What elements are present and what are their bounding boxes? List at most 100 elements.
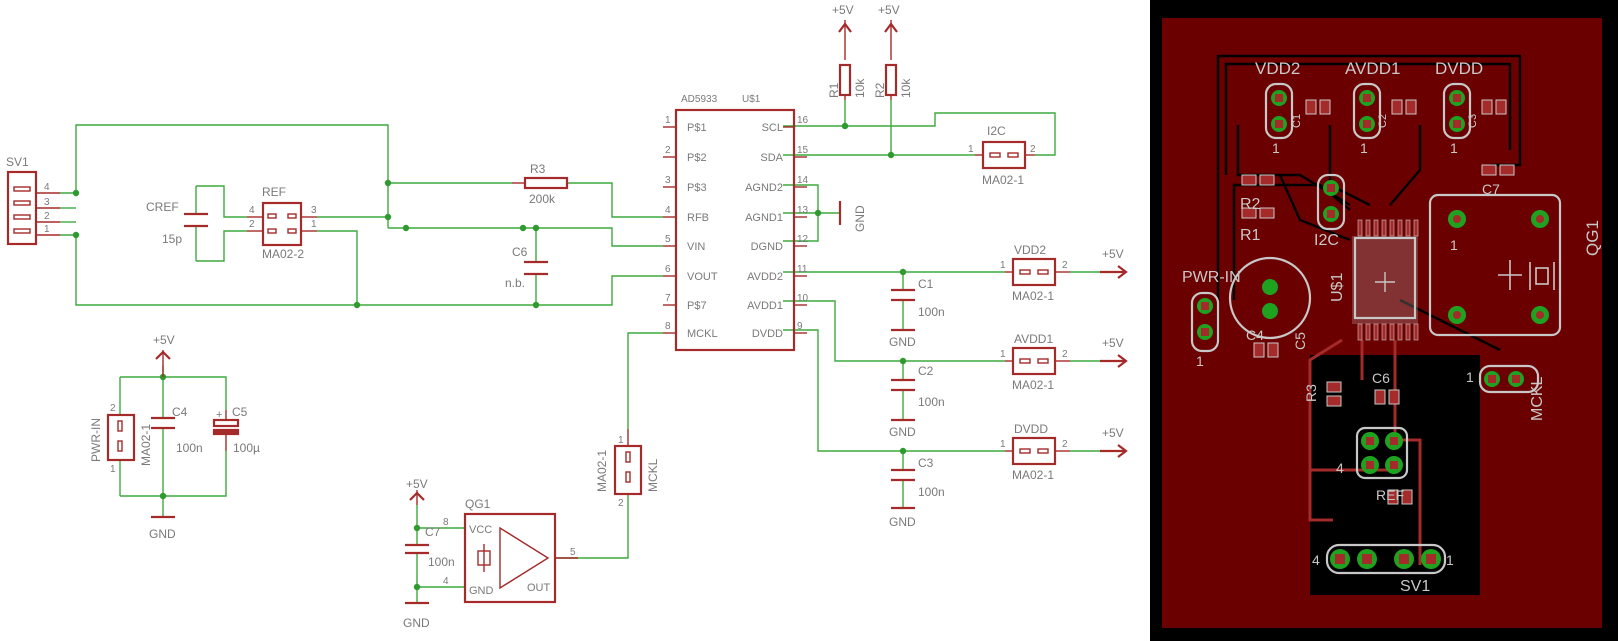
ref-pin-4: 4: [249, 205, 255, 216]
ref-connector: REF MA02-2 4 2 3 1: [247, 185, 317, 261]
c7-value: 100n: [428, 555, 455, 569]
c6-label: C6: [512, 245, 528, 259]
svg-text:2: 2: [1062, 439, 1068, 450]
pcb-c7-label: C7: [1482, 181, 1500, 197]
pcb-vdd2-label: VDD2: [1255, 59, 1300, 78]
c7-label: C7: [425, 525, 441, 539]
c6-capacitor: C6 n.b.: [505, 245, 548, 290]
ic-pin-name-5: VIN: [687, 241, 705, 253]
pcb-pin4-ref: 4: [1336, 460, 1344, 476]
pcb-qg1-label: QG1: [1583, 220, 1602, 256]
r1-vcc: +5V: [832, 3, 854, 17]
pcb-pwrin-label: PWR-IN: [1182, 269, 1241, 286]
mckl-label: MCKL: [646, 458, 660, 492]
supply-cap-c2: C2 100n GND: [889, 364, 945, 439]
ref-pin-2: 2: [249, 219, 255, 230]
pwr-gnd: GND: [149, 527, 176, 541]
svg-text:1: 1: [1000, 260, 1006, 271]
qg1-pin-8: 8: [443, 517, 449, 528]
vdd2-label: VDD2: [1014, 243, 1046, 257]
pcb-pin1-avdd1: 1: [1360, 140, 1368, 156]
ic-pin-num-11: 11: [797, 264, 808, 275]
pcb-labels: VDD2 AVDD1 DVDD C1 C2 C3 1 1 1 C7 R2 R1 …: [1182, 59, 1602, 595]
r3-resistor: R3 200k: [512, 162, 569, 206]
pcb-ic-footprint: [1352, 219, 1419, 341]
qg1-gnd-supply: GND: [403, 616, 430, 630]
ic-pin-num-7: 7: [665, 293, 671, 304]
avdd1-value: MA02-1: [1012, 378, 1054, 392]
c1-gnd: GND: [889, 335, 916, 349]
r1-label: R1: [827, 82, 841, 98]
ic-pin-num-2: 2: [665, 145, 671, 156]
ic-pin-name-12: DGND: [751, 241, 783, 253]
svg-text:2: 2: [1062, 349, 1068, 360]
i2c-connector: I2C MA02-1 1 2: [968, 124, 1036, 187]
ic-pin-num-4: 4: [665, 205, 671, 216]
pcb-pin1-dvdd: 1: [1450, 140, 1458, 156]
ic-pin-name-9: DVDD: [752, 328, 783, 340]
svg-text:1: 1: [1000, 439, 1006, 450]
r2-vcc: +5V: [878, 3, 900, 17]
dvdd-vcc: +5V: [1102, 426, 1124, 440]
sv1-pin-1: 1: [44, 224, 50, 235]
mckl-pin-2: 2: [618, 498, 624, 509]
schematic: SV1 4 3 2 1 CREF 15p REF MA02-2 4: [6, 3, 1128, 630]
ref-pin-1: 1: [311, 219, 317, 230]
r3-value: 200k: [529, 192, 556, 206]
pcb-dvdd-label: DVDD: [1435, 59, 1483, 78]
gnd-agnd-label: GND: [853, 205, 867, 232]
cref-capacitor: CREF 15p: [146, 200, 208, 246]
ic-pin-num-13: 13: [797, 205, 809, 216]
svg-text:2: 2: [1062, 260, 1068, 271]
pcb-r3-label: R3: [1303, 384, 1319, 402]
ic-pin-name-1: P$1: [687, 122, 707, 134]
sv1-label: SV1: [6, 155, 29, 169]
pcb-c1-label: C1: [1291, 114, 1303, 128]
ic-pin-num-6: 6: [665, 264, 671, 275]
r2-label: R2: [873, 82, 887, 98]
pwr-in-pin-2: 2: [110, 403, 116, 414]
r2-resistor: +5V R2 10k: [873, 3, 913, 100]
c5-value: 100µ: [233, 441, 260, 455]
pcb-board: VDD2 AVDD1 DVDD C1 C2 C3 1 1 1 C7 R2 R1 …: [1150, 0, 1618, 641]
svg-text:1: 1: [1000, 349, 1006, 360]
pcb-pin4-sv1: 4: [1312, 552, 1320, 568]
cref-label: CREF: [146, 200, 179, 214]
vdd2-value: MA02-1: [1012, 289, 1054, 303]
ic-pin-name-15: SDA: [760, 152, 783, 164]
c5-label: C5: [232, 405, 248, 419]
ic-pin-num-14: 14: [797, 175, 809, 186]
qg1-vcc-supply: +5V: [406, 477, 428, 491]
pcb-silkscreen: [1190, 82, 1562, 575]
ic-pin-name-13: AGND1: [745, 212, 783, 224]
ic-pin-num-16: 16: [797, 115, 809, 126]
pwr-vcc: +5V: [153, 333, 175, 347]
r3-label: R3: [530, 162, 546, 176]
pcb-qg1-crystal: [1498, 260, 1555, 290]
c1-label: C1: [918, 277, 934, 291]
qg1-label: QG1: [465, 497, 491, 511]
supply-conn-dvdd: 1 2 DVDD MA02-1 +5V: [1000, 422, 1128, 482]
pcb-pin1-vdd2: 1: [1272, 140, 1280, 156]
i2c-pin-2: 2: [1030, 144, 1036, 155]
pcb-i2c-label: I2C: [1314, 232, 1339, 249]
vdd2-vcc: +5V: [1102, 247, 1124, 261]
r2-value: 10k: [899, 78, 913, 98]
ic-pin-num-5: 5: [665, 234, 671, 245]
pcb-r2-label: R2: [1240, 196, 1261, 213]
pwr-in-label: PWR-IN: [89, 418, 103, 462]
pcb-pin1-pwr: 1: [1196, 353, 1204, 369]
pcb-u1-label: U$1: [1329, 273, 1346, 302]
r1-resistor: +5V R1 10k: [827, 3, 867, 100]
mckl-connector: MA02-1 MCKL 1 2: [595, 429, 660, 509]
ic-pin-name-4: RFB: [687, 212, 709, 224]
svg-text:+: +: [216, 409, 222, 421]
pwr-in-pin-1: 1: [110, 464, 116, 475]
c2-gnd: GND: [889, 425, 916, 439]
wires: [60, 100, 1100, 603]
pcb-c5-label: C5: [1292, 332, 1308, 350]
ic-pin-name-14: AGND2: [745, 182, 783, 194]
supply-conn-vdd2: 1 2 VDD2 MA02-1 +5V: [1000, 243, 1128, 303]
i2c-value: MA02-1: [982, 173, 1024, 187]
